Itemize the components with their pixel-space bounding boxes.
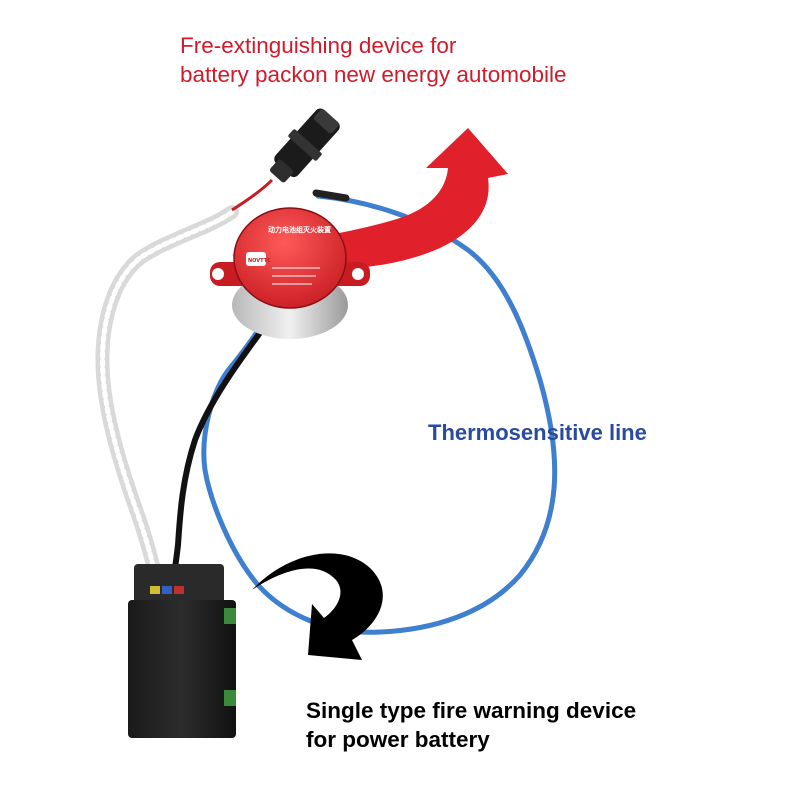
connector-plug <box>270 108 340 183</box>
device-title: 动力电池组灭火装置 <box>268 225 331 234</box>
caption-fire-warning-device: Single type fire warning device for powe… <box>306 697 766 755</box>
caption-extinguishing-device: Fre-extinguishing device for battery pac… <box>180 32 700 90</box>
caption-middle-text: Thermosensitive line <box>428 420 647 445</box>
signal-cable <box>169 327 265 593</box>
fire-warning-device <box>128 564 236 738</box>
caption-top-line-2: battery packon new energy automobile <box>180 61 567 87</box>
thermosensitive-wire-tip <box>312 189 350 202</box>
fire-extinguishing-device: NOVTTC 动力电池组灭火装置 <box>210 207 370 339</box>
black-arrow-icon <box>252 553 383 660</box>
thermosensitive-wire <box>201 193 558 635</box>
device-brand: NOVTTC <box>248 258 271 264</box>
caption-bottom-line-1: Single type fire warning device <box>306 698 637 723</box>
red-wire <box>231 178 274 212</box>
braided-cable-highlight <box>100 209 235 588</box>
caption-thermosensitive-line: Thermosensitive line <box>428 419 647 447</box>
caption-bottom-line-2: for power battery <box>306 726 490 752</box>
caption-top-line-1: Fre-extinguishing device for <box>180 33 457 58</box>
red-arrow-icon <box>232 128 508 270</box>
